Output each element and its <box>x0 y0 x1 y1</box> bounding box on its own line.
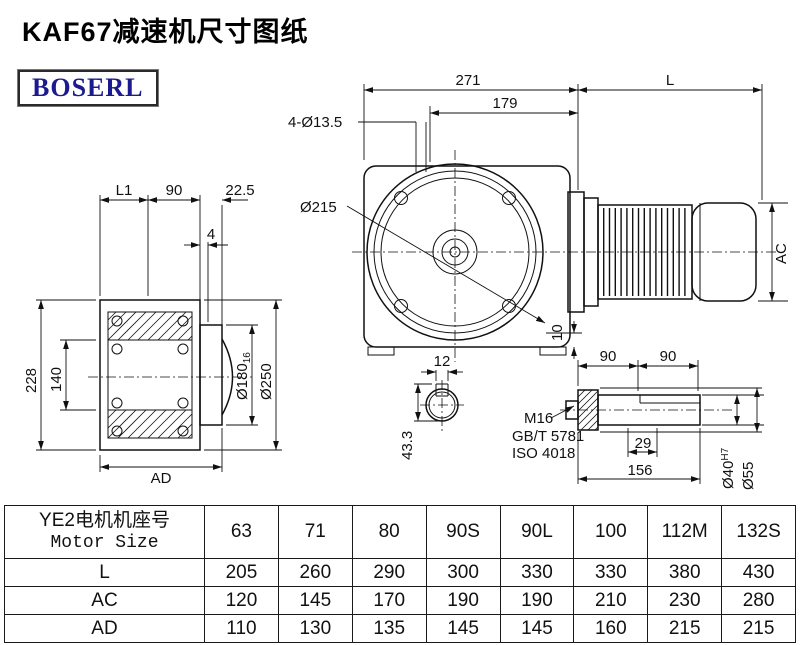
col-header-size: 132S <box>721 505 796 559</box>
dim-12-label: 12 <box>434 353 451 370</box>
dim-4-label: 4 <box>207 226 215 243</box>
dim-90b-label: 90 <box>660 348 677 365</box>
table-header-row: YE2电机机座号 Motor Size 63 71 80 90S 90L 100… <box>4 505 796 559</box>
output-shaft <box>597 394 701 426</box>
dim-22-5-label: 22.5 <box>225 182 254 199</box>
dim-90a-label: 90 <box>600 348 617 365</box>
dim-ac-label: AC <box>773 243 790 264</box>
motor-size-header: YE2电机机座号 Motor Size <box>4 505 205 559</box>
dim-90-label: 90 <box>166 182 183 199</box>
cell-value: 230 <box>647 586 723 615</box>
dim-179-label: 179 <box>492 95 517 112</box>
cell-value: 280 <box>721 586 796 615</box>
col-header-size: 80 <box>351 505 427 559</box>
cell-value: 300 <box>425 558 501 587</box>
cell-value: 145 <box>277 586 353 615</box>
row-label: AD <box>4 614 205 643</box>
cell-value: 145 <box>425 614 501 643</box>
dim-10-label: 10 <box>549 324 566 341</box>
dim-43-3-label: 43.3 <box>399 431 416 460</box>
cell-value: 205 <box>204 558 279 587</box>
dim-d55-label: Ø55 <box>740 462 757 490</box>
row-label: L <box>4 558 205 587</box>
shaft-end-view: 12 43.3 <box>399 353 464 460</box>
col-header-size: 71 <box>277 505 353 559</box>
technical-drawing: L1 90 22.5 4 228 140 AD Ø18016 Ø250 <box>23 72 790 490</box>
table-row-ac: AC 120 145 170 190 190 210 230 280 <box>4 586 796 615</box>
front-view <box>346 150 780 362</box>
motor <box>567 191 757 313</box>
front-view-dimensions: 271 L 179 4-Ø13.5 Ø215 AC 10 <box>288 72 790 359</box>
cell-value: 145 <box>499 614 575 643</box>
cell-value: 190 <box>425 586 501 615</box>
note-iso-label: ISO 4018 <box>512 445 575 462</box>
note-m16-label: M16 <box>524 410 553 427</box>
cell-value: 210 <box>573 586 649 615</box>
bolt-hole <box>502 191 516 205</box>
col-header-size: 63 <box>204 505 279 559</box>
cell-value: 290 <box>351 558 427 587</box>
cell-value: 215 <box>721 614 796 643</box>
row-label: AC <box>4 586 205 615</box>
table-row-l: L 205 260 290 300 330 330 380 430 <box>4 558 796 587</box>
dim-140-label: 140 <box>48 367 65 392</box>
dim-271-label: 271 <box>455 72 480 89</box>
cell-value: 215 <box>647 614 723 643</box>
dim-d215-label: Ø215 <box>300 199 337 216</box>
dim-d40-label: Ø40H7 <box>720 447 737 489</box>
cell-value: 135 <box>351 614 427 643</box>
cell-value: 130 <box>277 614 353 643</box>
cell-value: 110 <box>204 614 279 643</box>
diameter-leader-line <box>346 205 546 324</box>
dim-l1-label: L1 <box>116 182 133 199</box>
cell-value: 380 <box>647 558 723 587</box>
dim-156-label: 156 <box>627 462 652 479</box>
page-title: KAF67减速机尺寸图纸 <box>22 17 309 47</box>
cell-value: 160 <box>573 614 649 643</box>
cell-value: 430 <box>721 558 796 587</box>
cell-value: 120 <box>204 586 279 615</box>
col-header-size: 90L <box>499 505 575 559</box>
cell-value: 170 <box>351 586 427 615</box>
cell-value: 260 <box>277 558 353 587</box>
col-header-size: 112M <box>647 505 723 559</box>
mount-foot-right <box>539 346 567 356</box>
mount-foot-left <box>367 346 395 356</box>
dim-holes-label: 4-Ø13.5 <box>288 114 342 131</box>
motor-size-header-cn: YE2电机机座号 <box>39 510 170 532</box>
dim-l-label: L <box>666 72 674 89</box>
cell-value: 190 <box>499 586 575 615</box>
col-header-size: 90S <box>425 505 501 559</box>
boserl-logo: BOSERL <box>17 69 159 107</box>
side-view-dimensions: L1 90 22.5 4 228 140 AD Ø18016 Ø250 <box>23 182 282 487</box>
motor-dimension-table: YE2电机机座号 Motor Size 63 71 80 90S 90L 100… <box>4 505 796 643</box>
dim-29-label: 29 <box>635 435 652 452</box>
bolt-hole <box>394 191 408 205</box>
note-gbt-label: GB/T 5781 <box>512 428 584 445</box>
motor-size-header-en: Motor Size <box>50 533 159 554</box>
bolt-hole <box>394 299 408 313</box>
dim-ad-label: AD <box>151 470 172 487</box>
motor-fan-cowl <box>691 202 757 302</box>
cell-value: 330 <box>499 558 575 587</box>
shaft-detail-view: 90 90 M16 GB/T 5781 ISO 4018 29 156 Ø40H… <box>512 348 764 490</box>
dim-228-label: 228 <box>23 368 40 393</box>
dim-d180-label: Ø18016 <box>234 352 253 400</box>
cell-value: 330 <box>573 558 649 587</box>
col-header-size: 100 <box>573 505 649 559</box>
output-flange <box>199 324 223 426</box>
side-view <box>88 299 252 451</box>
dim-d250-label: Ø250 <box>258 363 275 400</box>
table-row-ad: AD 110 130 135 145 145 160 215 215 <box>4 614 796 643</box>
